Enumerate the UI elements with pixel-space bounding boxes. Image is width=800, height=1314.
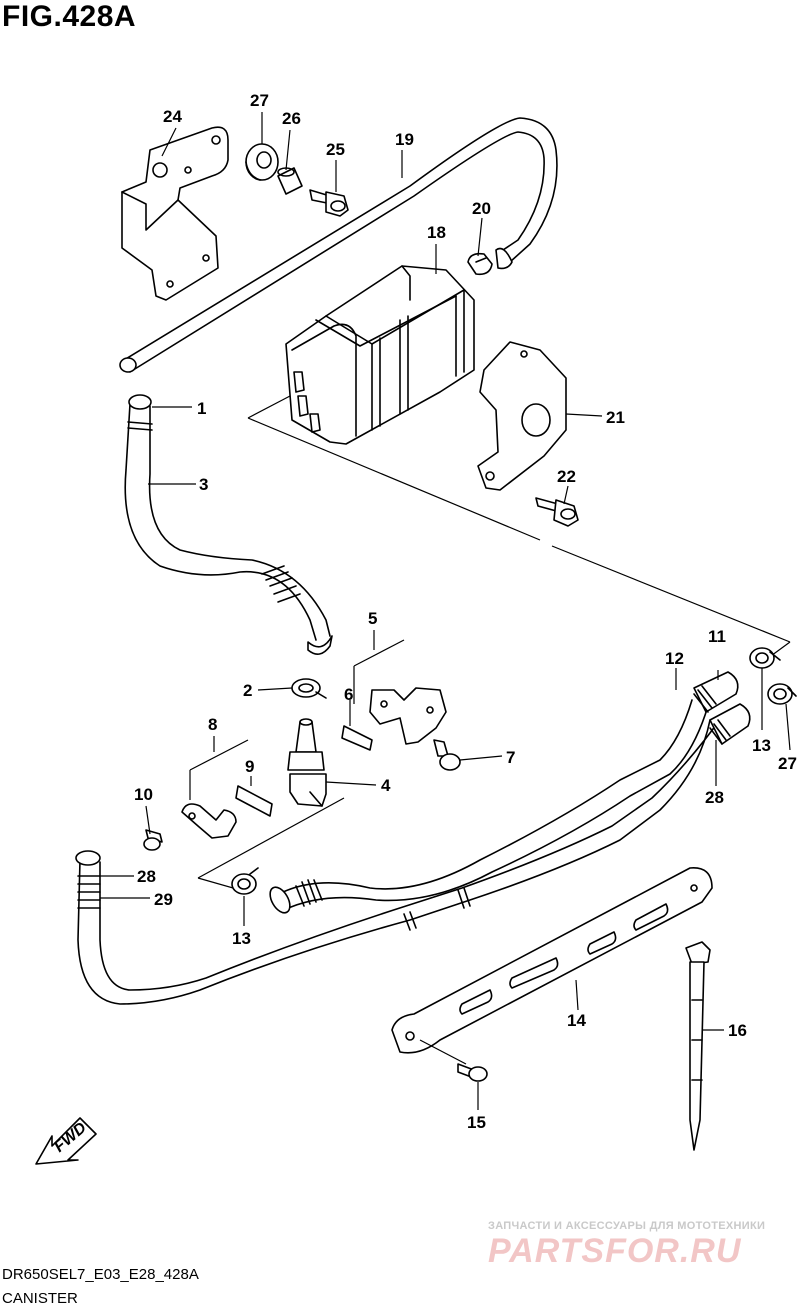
callout-15: 15 <box>467 1113 486 1132</box>
callout-2: 2 <box>243 681 252 700</box>
clip-part-13-upper[interactable] <box>749 647 781 669</box>
callout-21: 22 <box>557 467 576 486</box>
callout-9: 9 <box>245 757 254 776</box>
callout-1: 1 <box>197 399 206 418</box>
hose-part-3[interactable] <box>124 394 333 655</box>
figure-caption: CANISTER <box>2 1290 78 1307</box>
fwd-direction-badge: FWD <box>35 1117 97 1165</box>
callout-3: 3 <box>199 475 208 494</box>
callout-14: 14 <box>567 1011 586 1030</box>
callout-12: 12 <box>665 649 684 668</box>
callout-labels: 24 27 26 25 19 20 18 21 22 1 3 2 5 6 7 4… <box>134 91 797 1132</box>
watermark-subtitle: ЗАПЧАСТИ И АКСЕССУАРЫ ДЛЯ МОТОТЕХНИКИ <box>488 1220 766 1232</box>
bolt-part-23[interactable] <box>309 189 349 217</box>
hose-part-12[interactable] <box>266 699 709 916</box>
pad-part-6[interactable] <box>341 725 373 751</box>
hose-end-part-11[interactable] <box>693 671 739 713</box>
callout-19: 20 <box>472 199 491 218</box>
callout-29: 29 <box>154 890 173 909</box>
clamp-part-2[interactable] <box>291 678 327 699</box>
callout-13-lower: 13 <box>232 929 251 948</box>
screw-part-15[interactable] <box>457 1063 488 1082</box>
callout-27: 27 <box>778 754 797 773</box>
hose-part-29[interactable] <box>75 713 725 1005</box>
callout-4: 4 <box>381 776 391 795</box>
canister-part-17[interactable] <box>285 265 475 445</box>
callout-25: 27 <box>250 91 269 110</box>
bolt-part-7[interactable] <box>433 739 461 771</box>
clip-part-27[interactable] <box>767 683 797 705</box>
callout-10: 10 <box>134 785 153 804</box>
callout-6: 6 <box>344 685 353 704</box>
grommet-part-25[interactable] <box>245 143 279 181</box>
clamp-part-8[interactable] <box>181 803 237 839</box>
clip-part-19[interactable] <box>467 252 493 276</box>
callout-20: 21 <box>606 408 625 427</box>
watermark-brand: PARTSFOR.RU <box>488 1232 742 1270</box>
bracket-part-20[interactable] <box>477 341 567 491</box>
leader-lines <box>100 112 791 1110</box>
valve-part-4[interactable] <box>287 718 327 807</box>
model-code: DR650SEL7_E03_E28_428A <box>2 1266 199 1283</box>
callout-8: 8 <box>208 715 217 734</box>
callout-16: 16 <box>728 1021 747 1040</box>
clip-part-13-lower[interactable] <box>231 867 259 895</box>
bracket-part-22[interactable] <box>121 126 229 301</box>
bolt-part-10[interactable] <box>143 829 163 851</box>
bracket-part-5[interactable] <box>369 687 447 745</box>
bolt-part-21[interactable] <box>535 497 579 527</box>
pad-part-9[interactable] <box>235 785 273 817</box>
callout-13-upper: 13 <box>752 736 771 755</box>
collar-part-24[interactable] <box>277 167 303 195</box>
callout-24: 26 <box>282 109 301 128</box>
callout-26: 28 <box>137 867 156 886</box>
callout-7: 7 <box>506 748 515 767</box>
callout-22: 24 <box>163 107 182 126</box>
callout-11: 11 <box>708 627 726 646</box>
hose-part-18[interactable] <box>119 117 558 373</box>
callout-28: 28 <box>705 788 724 807</box>
strap-part-14[interactable] <box>391 867 713 1054</box>
callout-23: 25 <box>326 140 345 159</box>
callout-17: 18 <box>427 223 446 242</box>
callout-5: 5 <box>368 609 377 628</box>
hose-end-part-28[interactable] <box>709 703 751 745</box>
figure-title: FIG.428A <box>2 0 137 33</box>
callout-18: 19 <box>395 130 414 149</box>
cable-tie-part-16[interactable] <box>685 941 711 1151</box>
